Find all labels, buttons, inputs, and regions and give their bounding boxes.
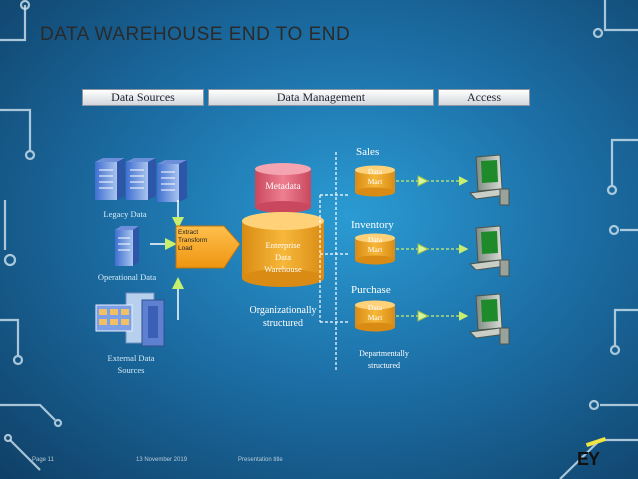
sales-label: Sales [356,146,380,158]
warehouse-label-line3: Warehouse [264,264,302,274]
ey-logo: EY [577,449,600,469]
header-data-management: Data Management [208,89,434,106]
etl-arrow [175,225,241,269]
warehouse-to-marts-connector [319,152,350,372]
workstation-icon [468,225,510,277]
warehouse-caption: Organizationally structured [228,304,338,330]
departmental-caption: Departmentally structured [338,348,430,372]
purchase-label: Purchase [351,284,391,296]
warehouse-caption-line2: structured [263,318,303,329]
departmental-caption-line2: structured [368,361,400,370]
source-flow-arrows [150,200,184,320]
data-mart-purchase-line1: Data [367,303,383,312]
etl-label-line3: Load [178,245,193,252]
data-mart-inventory [355,233,395,265]
warehouse-label-line2: Data [274,252,292,262]
external-data-label-line2: Sources [117,365,145,375]
etl-label: Extract Transform Load [178,229,230,253]
warehouse-label: Enterprise Data Warehouse [244,239,322,275]
data-mart-sales-line1: Data [367,167,383,176]
header-access: Access [438,89,530,106]
external-data-label-line1: External Data [107,353,155,363]
external-data-label: External Data Sources [92,352,170,376]
data-mart-purchase [355,300,395,332]
warehouse-cylinder [242,212,324,287]
footer-presentation-title: Presentation title [238,457,283,463]
access-arrow-heads [417,175,430,322]
data-mart-inventory-line2: Mart [367,245,383,254]
operational-data-label: Operational Data [97,272,157,282]
external-sources-icon [95,292,165,347]
workstation-icon [468,154,510,206]
page-title: DATA WAREHOUSE END TO END [40,24,351,45]
access-flow-arrows [396,176,469,321]
etl-label-line1: Extract [178,229,199,236]
legacy-servers-icon [95,158,187,202]
metadata-label: Metadata [265,182,301,192]
etl-label-line2: Transform [178,237,208,244]
data-mart-inventory-line1: Data [367,235,383,244]
data-mart-inventory-label: Data Mart [355,235,395,255]
warehouse-caption-line1: Organizationally [249,305,317,316]
data-mart-sales-line2: Mart [367,177,383,186]
workstation-icon [468,293,510,345]
departmental-caption-line1: Departmentally [359,349,409,358]
data-mart-sales [355,165,395,197]
warehouse-label-line1: Enterprise [265,240,301,250]
footer-page: Page 11 [32,457,54,463]
metadata-cylinder [255,163,311,213]
inventory-label: Inventory [351,219,394,231]
header-data-sources: Data Sources [82,89,204,106]
data-mart-purchase-line2: Mart [367,313,383,322]
operational-server-icon [115,226,139,266]
data-mart-purchase-label: Data Mart [355,303,395,323]
footer-date: 13 November 2019 [136,457,188,463]
data-mart-sales-label: Data Mart [355,167,395,187]
legacy-data-label: Legacy Data [103,209,147,219]
